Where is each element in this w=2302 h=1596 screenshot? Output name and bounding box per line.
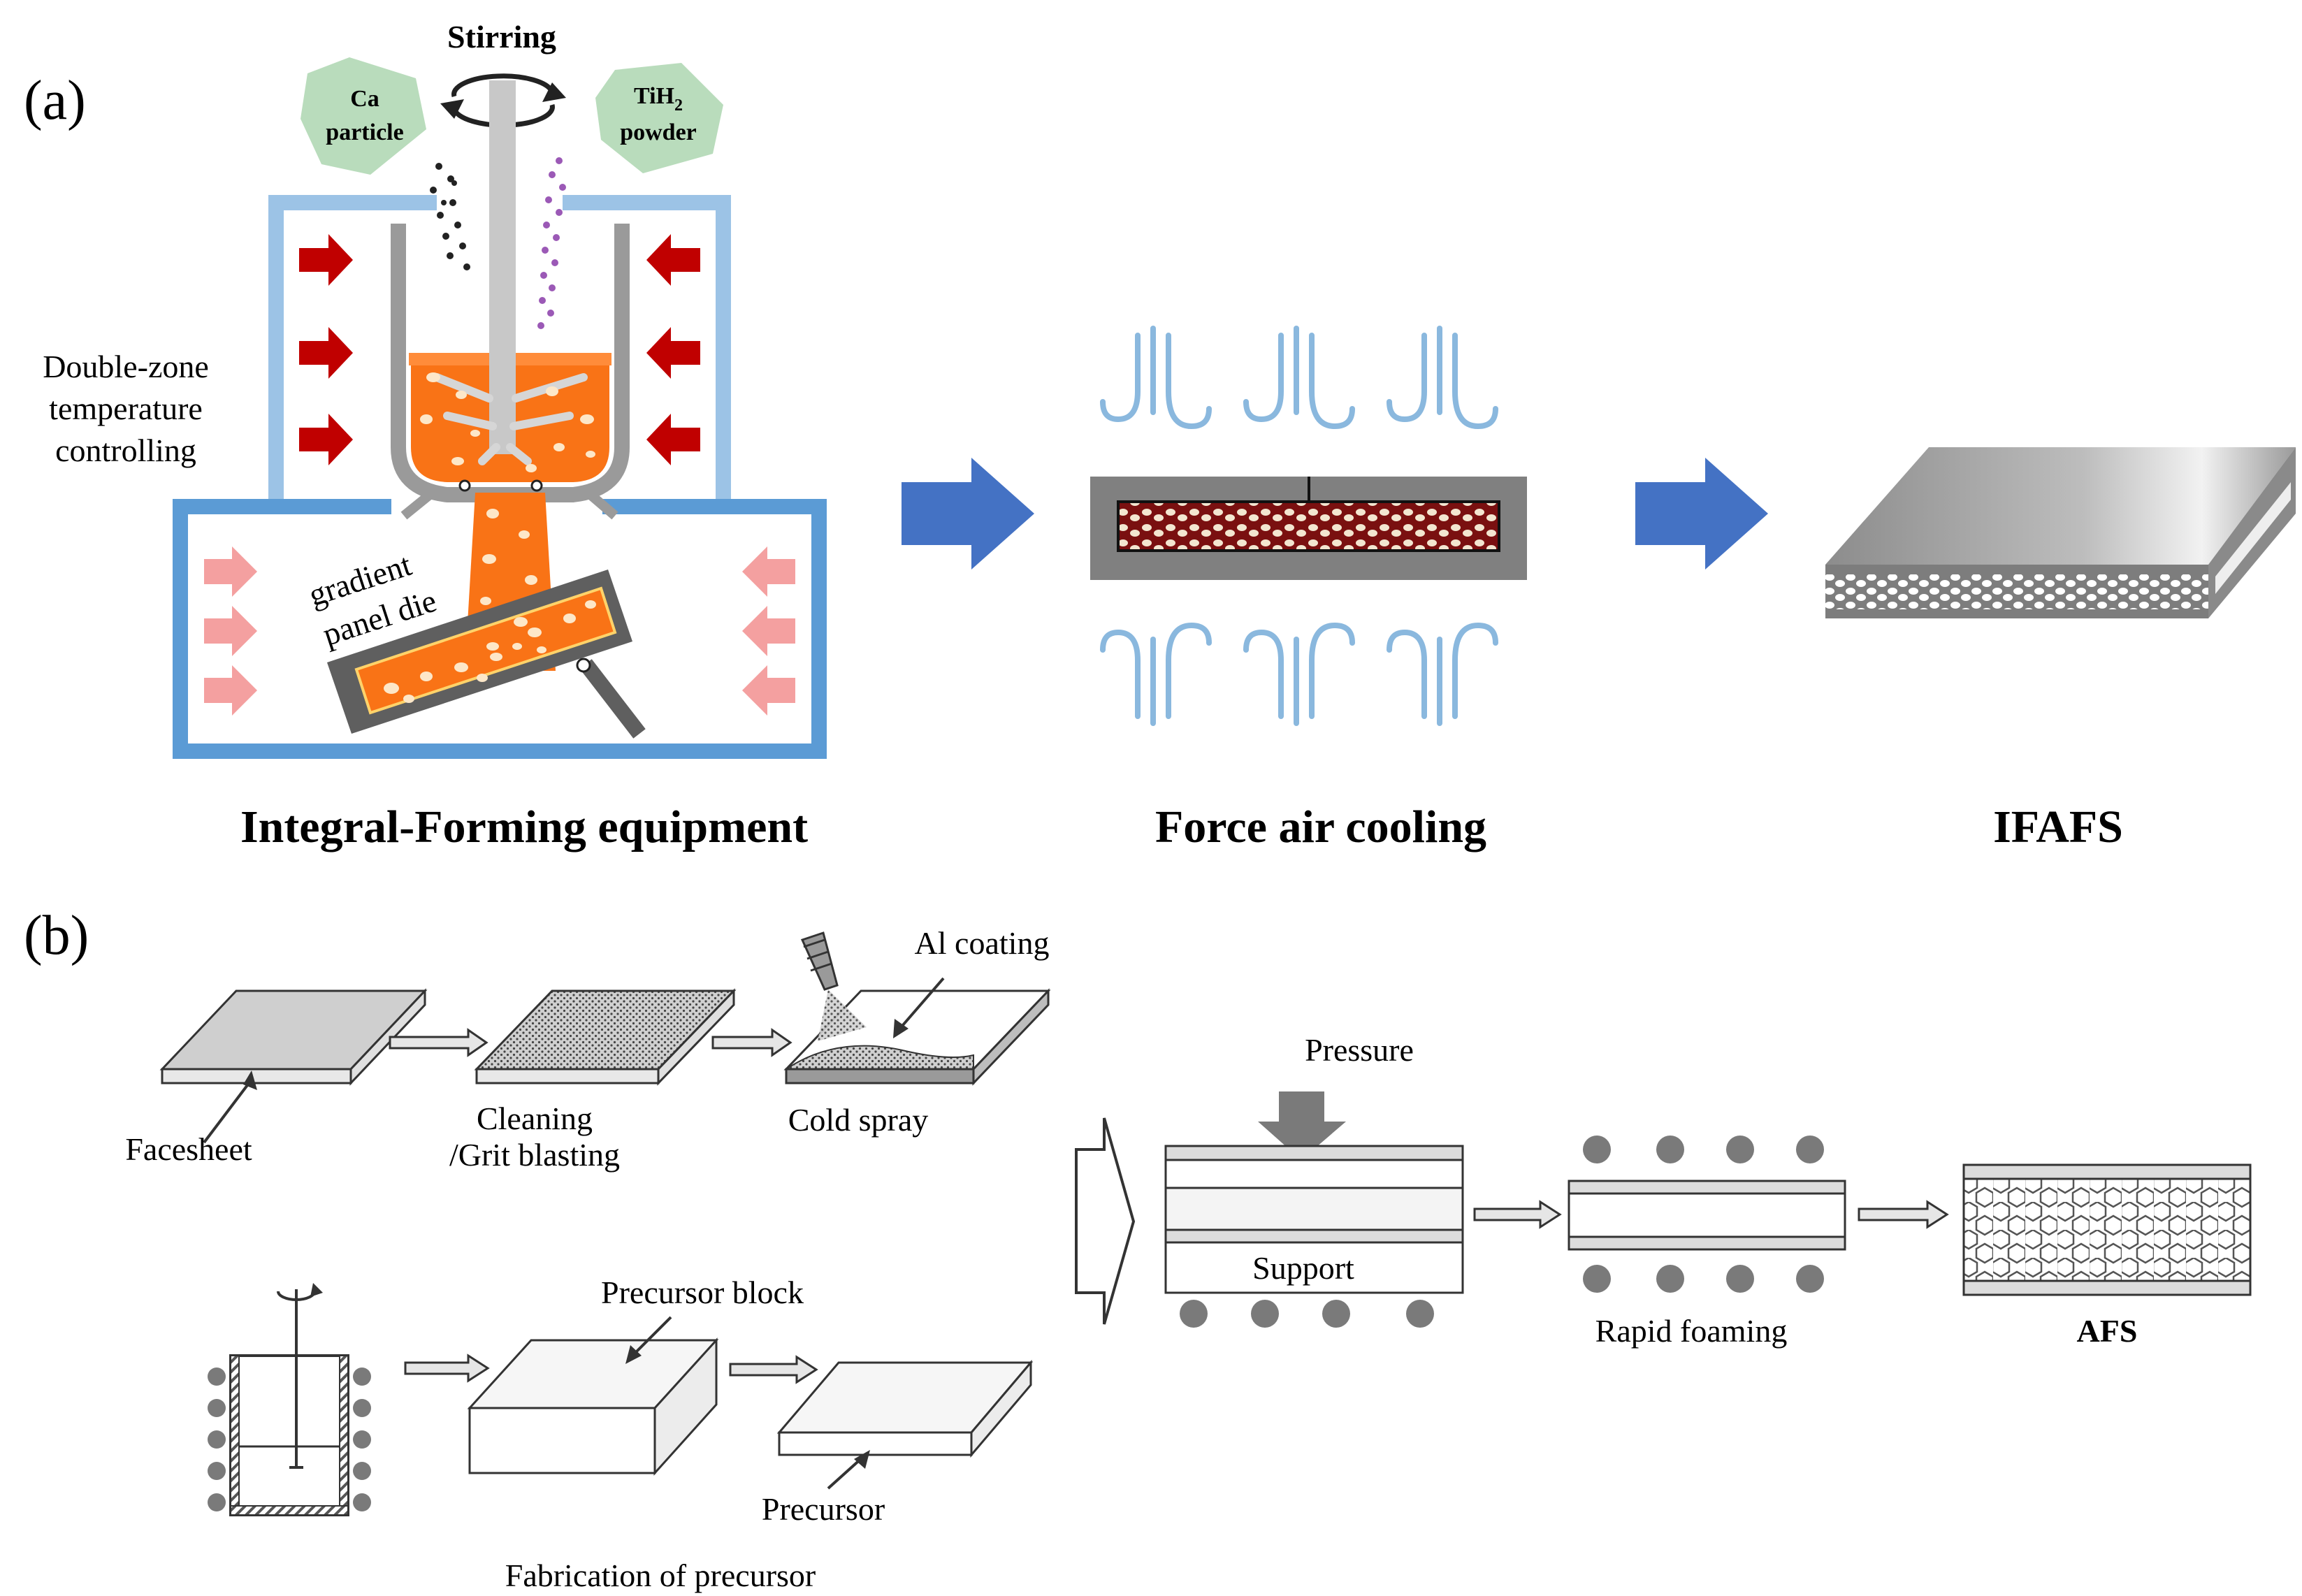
rapid-foaming-label: Rapid foaming — [1595, 1313, 1788, 1349]
afs-panel — [1962, 1163, 2252, 1296]
tih-subscript: 2 — [674, 96, 683, 115]
b-arrow-5 — [404, 1354, 490, 1383]
b-merge-arrow — [1075, 1117, 1136, 1325]
pressure-assembly — [1164, 1091, 1464, 1294]
spray-nozzle-icon — [800, 931, 867, 1041]
tih-label: TiH — [634, 83, 674, 109]
upper-heating-arrows — [299, 234, 700, 465]
ca-particle-stream — [430, 163, 470, 270]
process-arrow-1 — [902, 458, 1034, 570]
cold-spray-label: Cold spray — [788, 1102, 929, 1138]
cleaning-label-line1: Cleaning — [477, 1101, 593, 1136]
pressure-label: Pressure — [1305, 1032, 1414, 1068]
upper-furnace-frame — [268, 195, 731, 500]
precursor-furnace — [229, 1283, 349, 1516]
powder-label: powder — [620, 119, 697, 145]
b-arrow-6 — [729, 1355, 818, 1384]
fabrication-label: Fabrication of precursor — [505, 1558, 816, 1593]
precursor-label: Precursor — [762, 1491, 885, 1527]
caption-force-air-cooling: Force air cooling — [1155, 801, 1486, 853]
lower-heating-arrows — [204, 546, 795, 716]
precursor-block — [467, 1316, 719, 1476]
tih2-powder-stream — [537, 157, 566, 329]
air-cooling-mold — [1090, 477, 1527, 580]
lower-furnace-frame — [173, 499, 827, 759]
precursor-plate — [776, 1359, 1034, 1490]
precursor-furnace-heaters — [208, 1368, 371, 1511]
cleaning-plate — [474, 988, 737, 1086]
ca-particle-badge: Ca particle — [301, 57, 426, 175]
svg-text:TiH2: TiH2 — [634, 83, 683, 115]
al-coating-label: Al coating — [915, 925, 1050, 961]
gradient-panel-die — [327, 570, 646, 739]
process-arrow-2 — [1635, 458, 1768, 570]
b-arrow-3 — [1473, 1200, 1562, 1229]
particle-label: particle — [326, 119, 403, 145]
afs-label: AFS — [2077, 1313, 2138, 1349]
caption-integral-forming: Integral-Forming equipment — [240, 801, 808, 853]
cold-spray-plate — [783, 931, 1051, 1086]
facesheet-label: Facesheet — [125, 1131, 252, 1167]
panel-b-label: (b) — [24, 905, 89, 966]
cleaning-label-line2: /Grit blasting — [449, 1137, 620, 1173]
b-arrow-4 — [1858, 1200, 1949, 1229]
ca-label: Ca — [350, 86, 379, 112]
support-heaters — [1180, 1300, 1434, 1328]
double-zone-line3: controlling — [55, 433, 196, 468]
panel-a-label: (a) — [24, 70, 86, 131]
precursor-block-label: Precursor block — [601, 1275, 804, 1310]
tih2-powder-badge: TiH2 powder — [595, 63, 723, 173]
facesheet-plate — [159, 988, 428, 1144]
rapid-foaming-assembly — [1568, 1180, 1846, 1251]
support-label: Support — [1252, 1250, 1354, 1286]
b-arrow-1 — [389, 1028, 488, 1057]
double-zone-line1: Double-zone — [43, 349, 209, 384]
air-flow-icons-bottom — [1100, 622, 1498, 726]
foaming-heaters — [1583, 1136, 1824, 1293]
melt-bubbles — [384, 372, 596, 703]
air-flow-icons-top — [1100, 326, 1498, 430]
stirring-label: Stirring — [447, 19, 556, 55]
stirring-rotation-icon — [440, 73, 566, 128]
ifafs-panel — [1825, 447, 2296, 618]
b-arrow-2 — [711, 1028, 792, 1057]
caption-ifafs: IFAFS — [1993, 801, 2123, 853]
double-zone-line2: temperature — [49, 391, 203, 426]
